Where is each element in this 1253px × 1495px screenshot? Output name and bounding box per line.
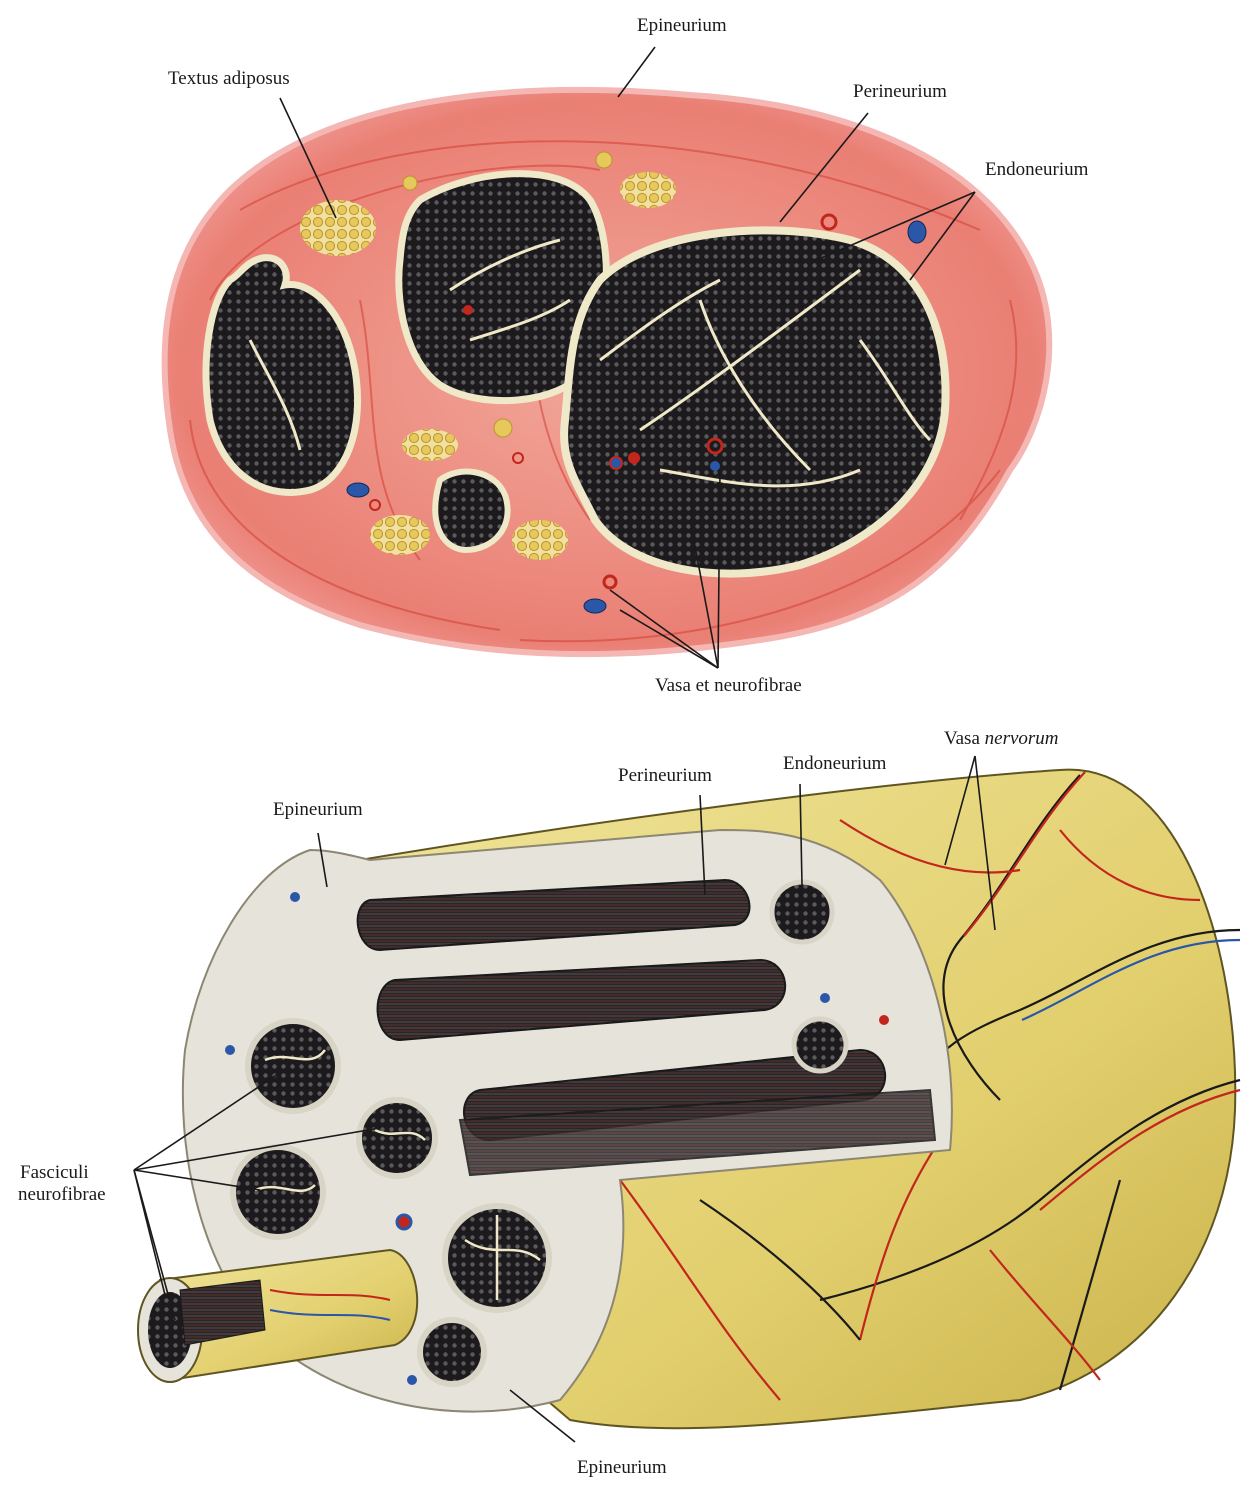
label-epineurium-bottom: Epineurium: [577, 1457, 667, 1478]
adipose-tissue: [300, 151, 676, 560]
label-vasa: Vasa: [944, 728, 980, 749]
leader-lines-bottom: [133, 755, 996, 1443]
label-endoneurium-bottom: Endoneurium: [783, 753, 887, 774]
fascicles: [202, 170, 950, 578]
label-perineurium-top: Perineurium: [853, 81, 947, 102]
label-neurofibrae: neurofibrae: [18, 1183, 106, 1205]
cut-fascicles: [230, 879, 849, 1387]
vessels: [346, 213, 927, 614]
fascicle-medium: [395, 170, 610, 405]
label-fasciculi: Fasciculi: [20, 1162, 89, 1183]
label-fasciculi-neurofibrae: Fasciculi neurofibrae: [18, 1162, 106, 1206]
cut-face-vessels: [225, 892, 889, 1385]
leader-lines-top: [279, 46, 976, 669]
label-perineurium-bottom: Perineurium: [618, 765, 712, 786]
nerve-segment-3d: [133, 755, 1241, 1443]
endoneurium-septa: [248, 238, 932, 488]
cross-section: [161, 46, 1053, 669]
longitudinal-fascicles: [356, 878, 937, 1177]
branch-nerve: [137, 1248, 419, 1383]
label-epineurium-top: Epineurium: [637, 15, 727, 36]
label-textus-adiposus: Textus adiposus: [168, 68, 290, 89]
label-nervorum: nervorum: [984, 728, 1059, 749]
fascicle-tiny: [432, 468, 511, 554]
fascicle-small-left: [202, 254, 362, 496]
label-epineurium-left: Epineurium: [273, 799, 363, 820]
label-vasa-et-neurofibrae: Vasa et neurofibrae: [655, 675, 802, 696]
label-vasa-nervorum: Vasa nervorum: [944, 728, 1059, 750]
label-endoneurium-top: Endoneurium: [985, 159, 1089, 180]
